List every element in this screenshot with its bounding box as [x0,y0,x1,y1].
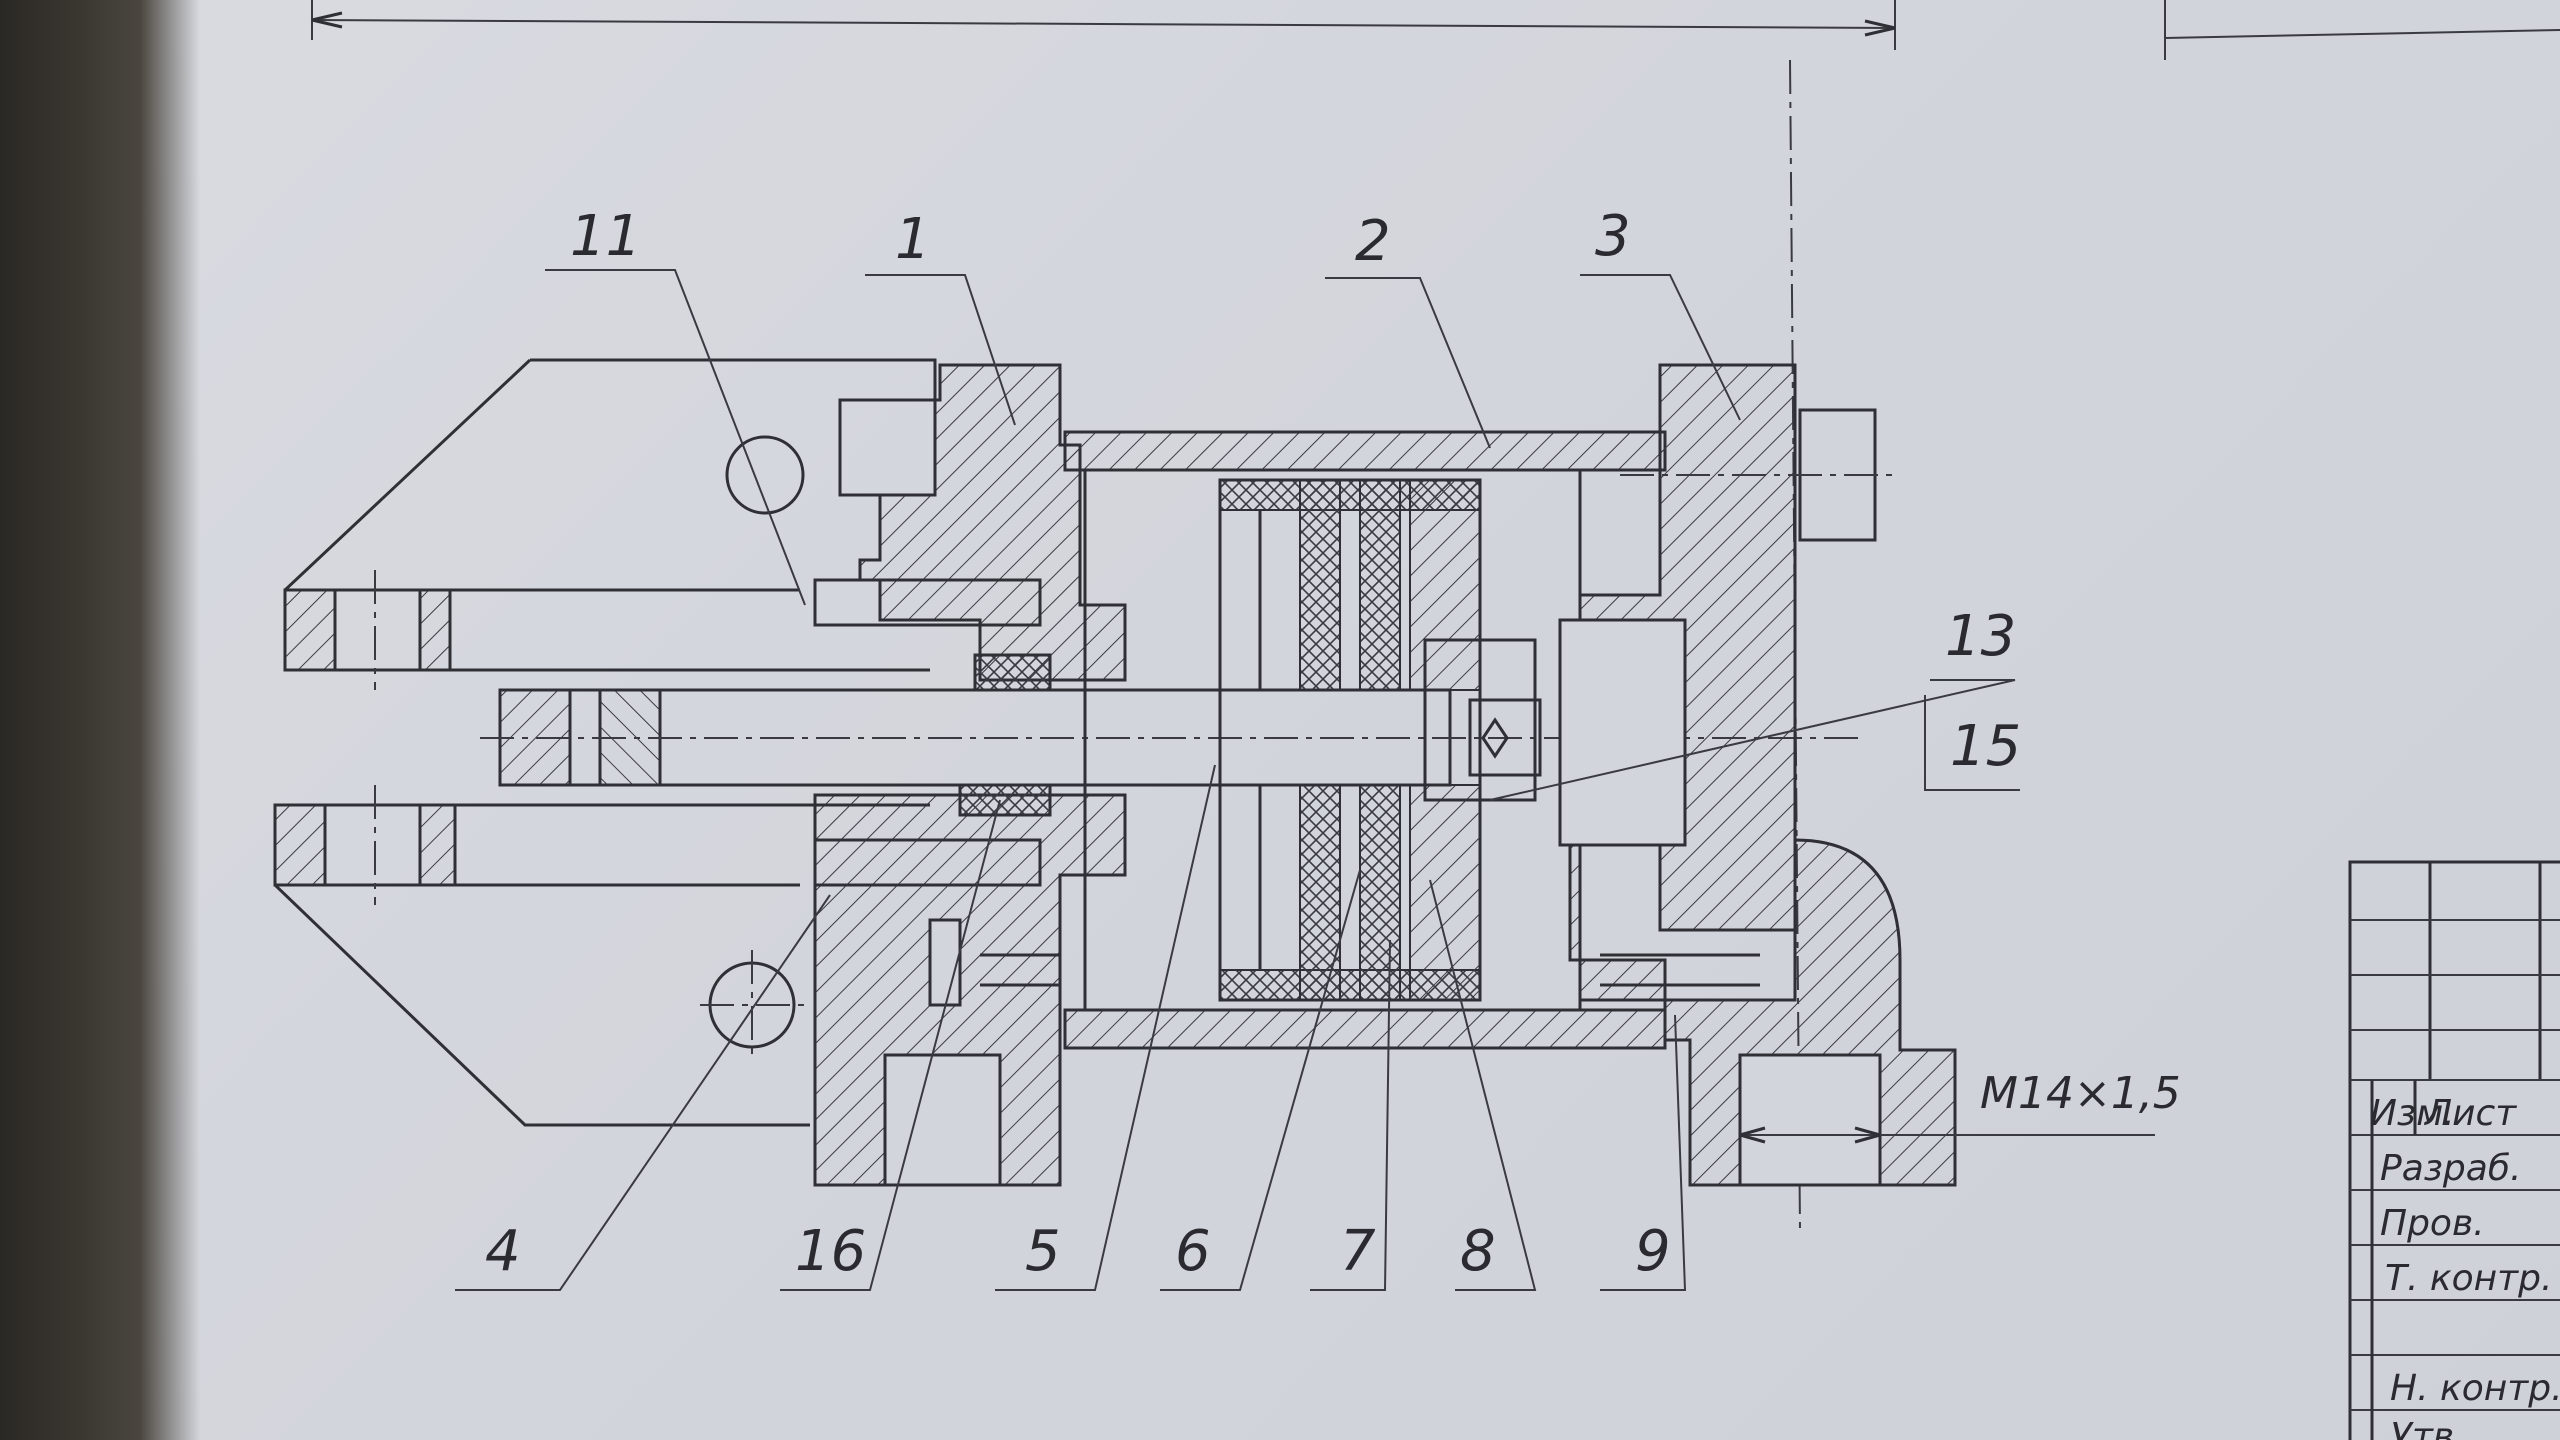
part-label-3: 3 [1595,204,1631,269]
title-block: Изм. Лист Разраб. Пров. Т. контр. Н. кон… [2348,860,2560,1440]
part-label-6: 6 [1175,1219,1211,1284]
title-block-utv: Утв. [2390,1416,2466,1440]
housing-part-1 [813,363,1127,1187]
title-block-list: Лист [2423,1093,2517,1134]
part-label-8: 8 [1460,1219,1496,1284]
sheet-shadow-edge [0,0,200,1440]
title-block-t-kontr: Т. контр. [2385,1258,2552,1299]
part-labels: 11 1 2 3 13 15 4 16 5 6 7 8 9 M14×1,5 [485,204,2181,1284]
part-label-1: 1 [895,207,931,272]
cover-part-3 [1558,363,2155,1187]
cylinder-part-2 [1063,430,1667,1050]
part-label-15: 15 [1950,714,2021,779]
bolts [813,578,1052,887]
title-block-prov: Пров. [2380,1203,2485,1244]
thread-spec: M14×1,5 [1980,1068,2181,1119]
shaft-part-5 [480,668,1860,807]
title-block-razrab: Разраб. [2380,1148,2521,1189]
title-block-izm: Изм. [2370,1093,2455,1134]
part-label-5: 5 [1025,1219,1061,1284]
piston-assembly [1218,478,1542,1002]
part-label-7: 7 [1340,1219,1376,1284]
leader-lines [455,269,2020,1291]
part-label-4: 4 [485,1219,521,1284]
part-label-9: 9 [1635,1219,1671,1284]
top-dimension [311,0,2560,60]
part-label-13: 13 [1945,604,2016,669]
title-block-n-kontr: Н. контр. [2390,1368,2560,1409]
part-label-11: 11 [570,204,641,269]
part-label-2: 2 [1355,209,1391,274]
part-label-16: 16 [795,1219,866,1284]
